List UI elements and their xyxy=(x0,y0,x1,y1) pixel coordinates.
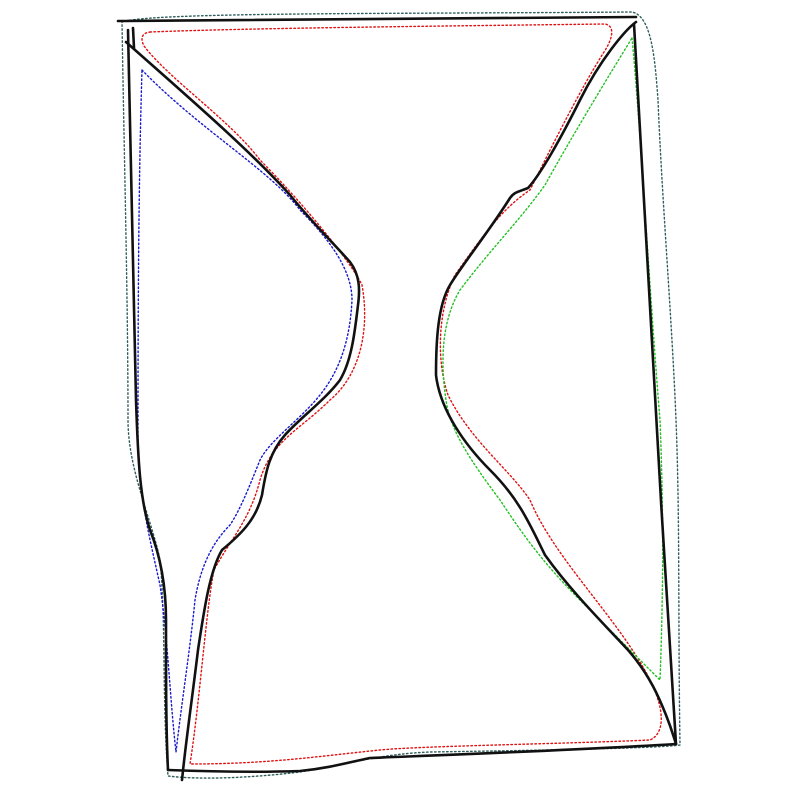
left-edge-line xyxy=(126,28,170,772)
right-edge-line xyxy=(632,22,678,746)
left-hourglass-line xyxy=(124,40,361,782)
left-inner-edge-line xyxy=(131,26,136,50)
inner-boundary-dotted xyxy=(141,23,662,765)
top-edge-line xyxy=(116,15,638,23)
frame-and-hourglass-solid xyxy=(116,15,678,782)
bottom-edge-line xyxy=(166,742,678,773)
left-region-dotted xyxy=(137,69,353,753)
right-hourglass-line xyxy=(434,20,678,746)
right-region-dotted xyxy=(442,37,664,681)
